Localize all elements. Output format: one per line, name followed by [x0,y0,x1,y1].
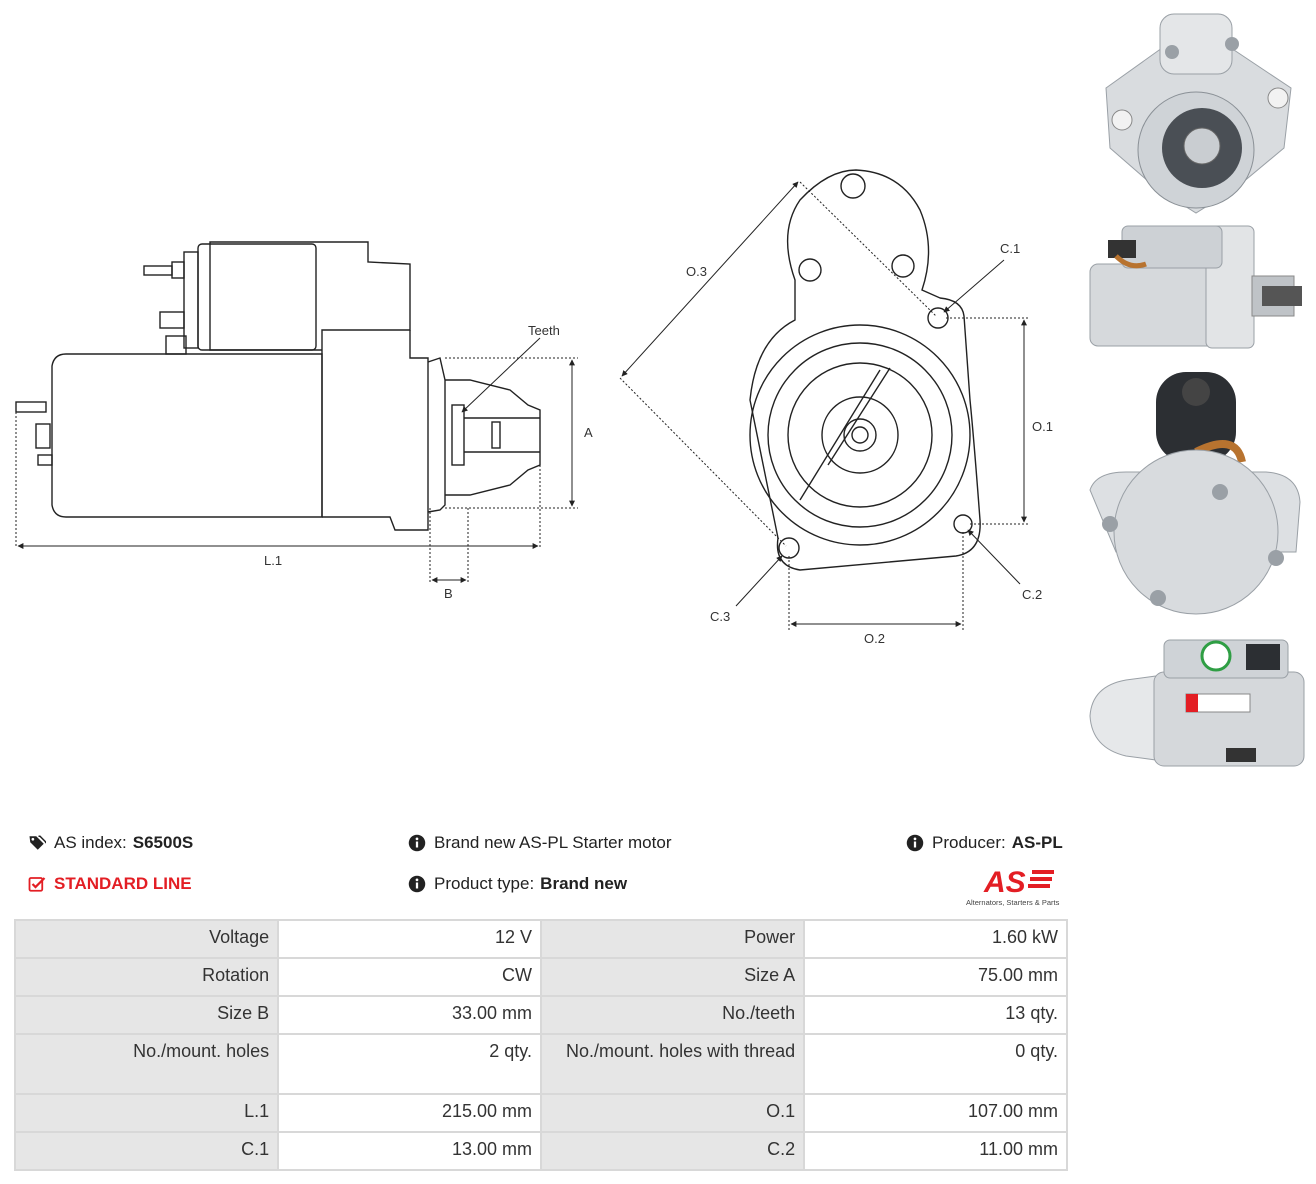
length-l1-label: L.1 [264,553,282,568]
product-type-label: Product type: [434,874,535,893]
spec-value: 2 qty. [279,1035,540,1093]
spec-value: 107.00 mm [805,1095,1066,1131]
spec-value: 13.00 mm [279,1133,540,1169]
producer-row: Producer: AS-PL [906,833,1063,853]
spec-value: 13 qty. [805,997,1066,1033]
c1-label: C.1 [1000,241,1020,256]
product-type-row: Product type: Brand new [408,874,627,894]
spec-label: O.1 [541,1095,804,1131]
side-view-arrows [17,337,575,583]
spec-label: No./mount. holes with thread [541,1035,804,1093]
logo-subtitle: Alternators, Starters & Parts [966,898,1060,907]
spec-value: 75.00 mm [805,959,1066,995]
tags-icon [29,835,46,850]
product-photo-top [1089,639,1305,767]
spec-label: L.1 [16,1095,278,1131]
product-line-row: STANDARD LINE [28,874,192,894]
spec-label: C.1 [16,1133,278,1169]
spec-label: Size A [541,959,804,995]
as-pl-logo: AS Alternators, Starters & Parts [966,866,1060,907]
spec-label: Power [541,921,804,957]
product-description: Brand new AS-PL Starter motor [434,833,672,852]
size-a-label: A [584,425,593,440]
product-type-value: Brand new [540,874,628,893]
checkbox-checked-icon [28,877,46,892]
as-index-label: AS index: [54,833,127,852]
as-index-value: S6500S [132,833,194,852]
spec-label: C.2 [541,1133,804,1169]
info-circle-icon [906,834,924,852]
producer-label: Producer: [932,833,1006,852]
front-view-dimension-lines [619,181,1030,630]
spec-value: 0 qty. [805,1035,1066,1093]
spec-value: 1.60 kW [805,921,1066,957]
logo-text: AS [983,866,1026,899]
front-view [749,169,981,571]
spec-value: 215.00 mm [279,1095,540,1131]
product-photo-rear [1089,372,1301,615]
as-index-row: AS index: S6500S [28,833,193,853]
o3-label: O.3 [686,264,707,279]
spec-label: No./teeth [541,997,804,1033]
side-view-dimension-lines [15,357,578,582]
spec-value: 11.00 mm [805,1133,1066,1169]
technical-drawing: Teeth A B L.1 O.3 C.1 O.1 C.2 [15,169,1053,646]
size-b-label: B [444,586,453,601]
side-view [15,241,541,531]
spec-value: CW [279,959,540,995]
standard-line-label: STANDARD LINE [54,874,192,893]
c2-label: C.2 [1022,587,1042,602]
spec-value: 33.00 mm [279,997,540,1033]
spec-value: 12 V [279,921,540,957]
front-view-arrows [621,181,1027,627]
product-photo-side [1089,225,1302,349]
spec-label: Rotation [16,959,278,995]
product-photo-front [1105,13,1292,214]
producer-value: AS-PL [1011,833,1063,852]
c3-label: C.3 [710,609,730,624]
o1-label: O.1 [1032,419,1053,434]
info-circle-icon [408,875,426,893]
spec-label: Size B [16,997,278,1033]
teeth-label: Teeth [528,323,560,338]
info-circle-icon [408,834,426,852]
spec-label: No./mount. holes [16,1035,278,1093]
description-row: Brand new AS-PL Starter motor [408,833,671,853]
o2-label: O.2 [864,631,885,646]
spec-label: Voltage [16,921,278,957]
